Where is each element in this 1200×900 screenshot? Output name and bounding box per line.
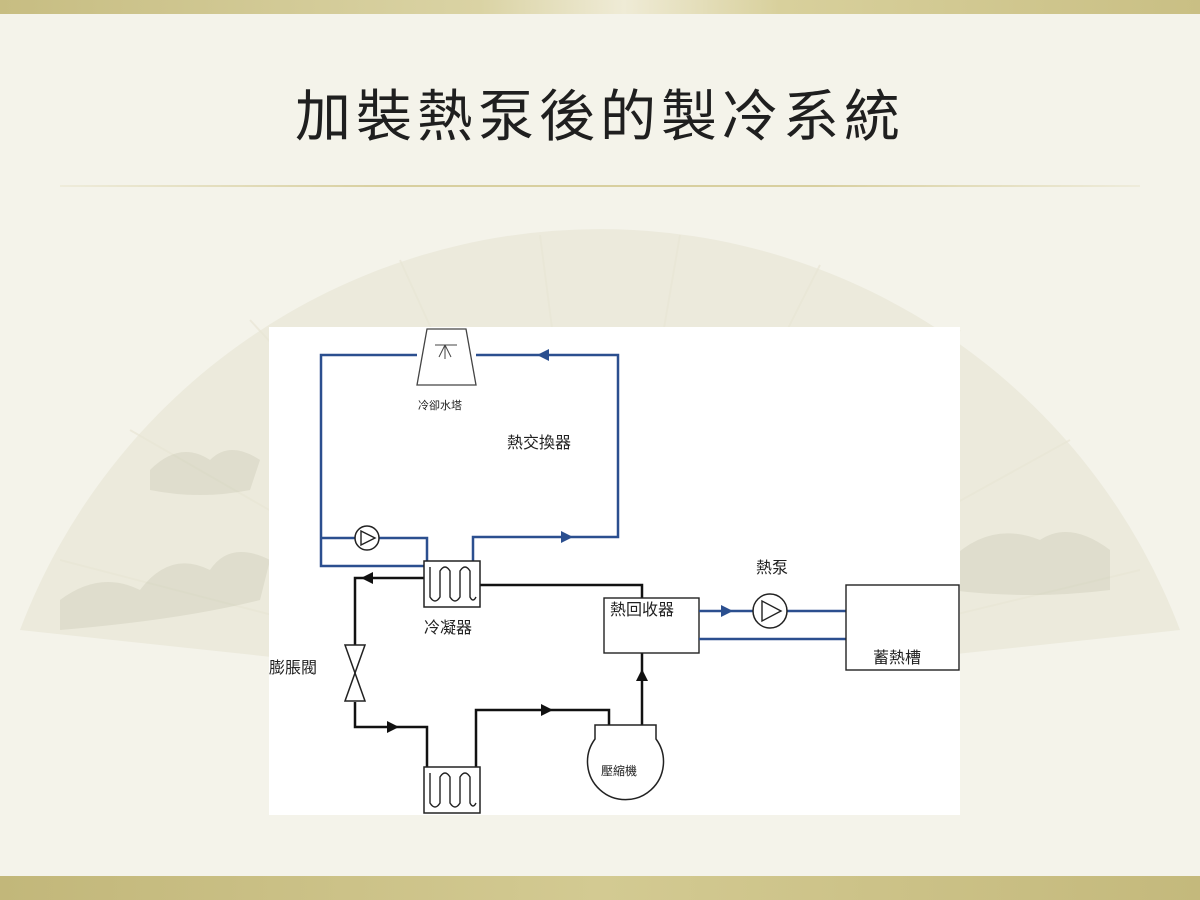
expansion-valve-label: 膨脹閥 [269, 658, 318, 677]
bottom-decor-bar [0, 876, 1200, 900]
title-divider [60, 185, 1140, 187]
slide-title: 加裝熱泵後的製冷系統 [295, 85, 905, 150]
heat-recovery-unit-box [603, 597, 700, 654]
heat-pump-icon [752, 593, 788, 629]
water-flow-arrow-top [537, 349, 549, 361]
cooling-tower-icon [416, 328, 477, 386]
water-pump-icon [354, 525, 380, 551]
evaporator-icon [423, 766, 481, 814]
refrigerant-arrow-right [541, 704, 553, 716]
condenser-label: 冷凝器 [424, 618, 473, 637]
heat-storage-tank-label: 蓄熱槽 [873, 648, 922, 667]
heat-recovery-unit-label: 熱回收器 [610, 600, 675, 619]
water-flow-arrow-bottom [561, 531, 573, 543]
compressor-label: 壓縮機 [601, 764, 638, 778]
heat-exchanger-label: 熱交換器 [507, 433, 572, 452]
compressor-icon [586, 724, 665, 801]
expansion-valve-icon [343, 644, 367, 702]
refrigerant-arrow-mid [387, 721, 399, 733]
cooling-tower-label: 冷卻水塔 [418, 399, 462, 412]
heat-storage-tank-box [845, 584, 960, 671]
condenser-icon [423, 560, 481, 608]
refrigeration-diagram: 冷卻水塔 熱交換器 冷凝器 膨脹閥 熱回收器 熱泵 蓄熱槽 壓縮機 [269, 327, 960, 815]
heat-pump-flow-arrow [721, 605, 733, 617]
top-decor-bar [0, 0, 1200, 14]
refrigerant-arrow-up [636, 669, 648, 681]
refrigerant-arrow-left [361, 572, 373, 584]
heat-pump-label: 熱泵 [756, 558, 789, 577]
